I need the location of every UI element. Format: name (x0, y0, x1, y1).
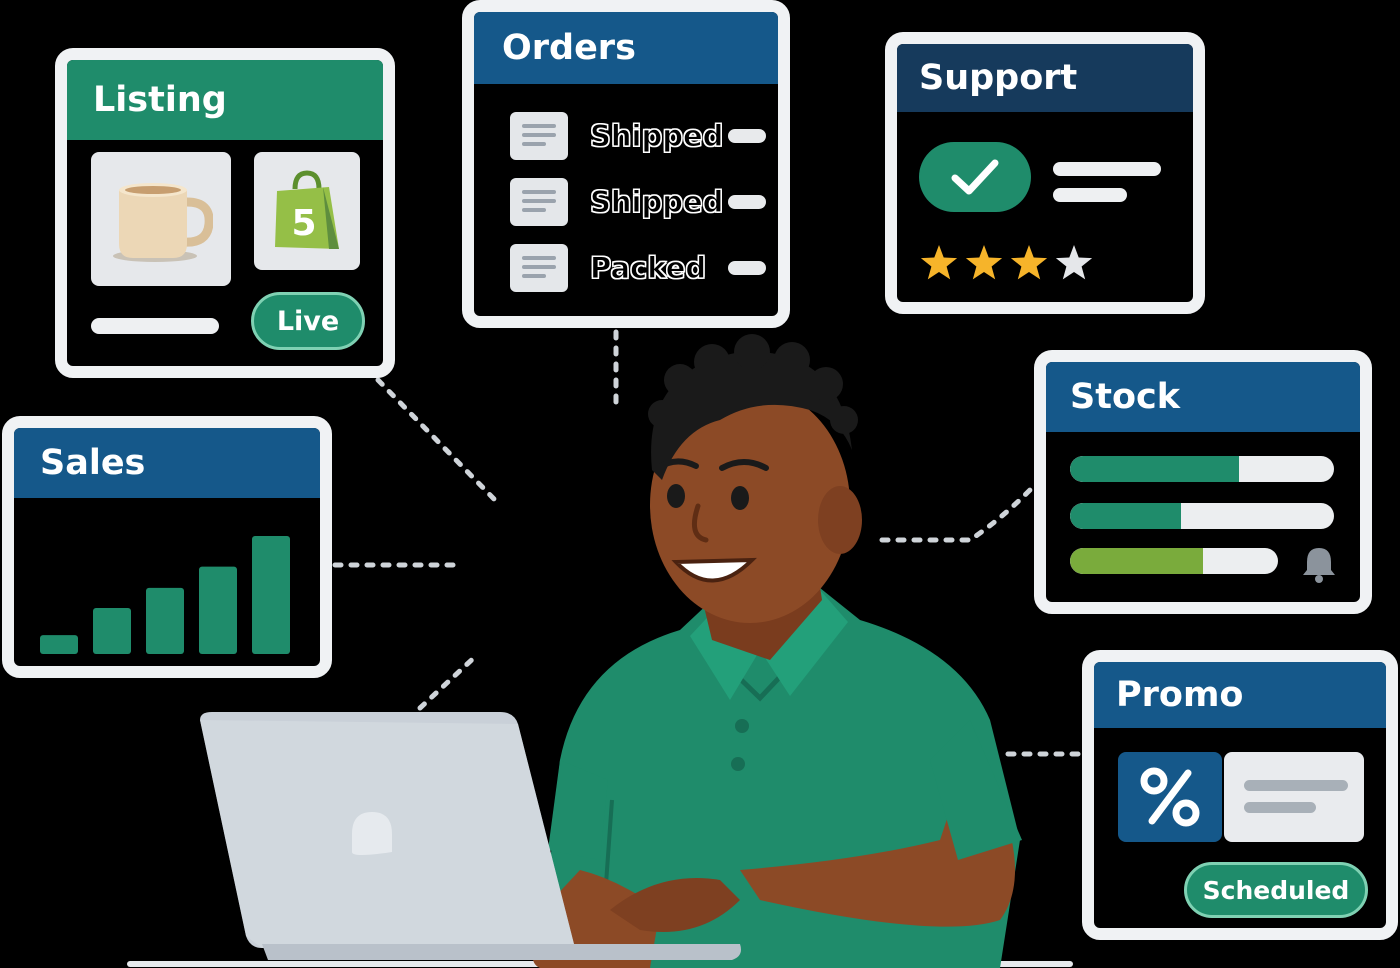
bell-icon[interactable] (1302, 544, 1336, 584)
order-row[interactable]: Shipped (510, 112, 766, 160)
product-thumbnail-mug[interactable] (91, 152, 231, 286)
document-icon (510, 244, 568, 292)
stock-card-header: Stock (1046, 362, 1360, 432)
order-meta-placeholder (728, 129, 766, 143)
orders-card: Orders Shipped Shipped Packed (462, 0, 790, 328)
coffee-mug-icon (113, 183, 213, 262)
percent-icon (1140, 767, 1200, 827)
document-icon (510, 178, 568, 226)
stock-level-fill (1070, 456, 1239, 482)
support-title: Support (919, 58, 1078, 98)
star-icon (1010, 245, 1048, 280)
support-message-placeholder (1053, 188, 1127, 202)
promo-card-header: Promo (1094, 662, 1386, 728)
discount-tile[interactable] (1118, 752, 1222, 842)
order-status: Shipped (589, 185, 724, 220)
document-icon (510, 112, 568, 160)
listing-card: Listing 5 Live (55, 48, 395, 378)
order-row[interactable]: Shipped (510, 178, 766, 226)
listing-title-placeholder (91, 318, 219, 334)
sales-bar-chart (40, 536, 290, 654)
sales-card-header: Sales (14, 428, 320, 498)
star-icon (920, 245, 958, 280)
sales-title: Sales (40, 443, 146, 483)
promo-card: Promo Scheduled (1082, 650, 1398, 940)
listing-status-label: Live (276, 305, 340, 337)
sales-bar (252, 536, 290, 654)
svg-text:5: 5 (291, 203, 316, 244)
order-row[interactable]: Packed (510, 244, 766, 292)
promo-title: Promo (1116, 675, 1244, 715)
orders-title: Orders (502, 28, 636, 68)
resolved-check-badge[interactable] (919, 142, 1031, 212)
stock-level-bar (1070, 548, 1278, 574)
stock-level-bar (1070, 503, 1334, 529)
checkmark-icon (951, 159, 999, 195)
promo-details-tile (1224, 752, 1364, 842)
support-message-placeholder (1053, 162, 1161, 176)
stock-level-fill (1070, 548, 1204, 574)
sales-bar (146, 587, 184, 654)
promo-status-badge[interactable]: Scheduled (1184, 862, 1368, 918)
order-meta-placeholder (728, 261, 766, 275)
sales-bar (93, 607, 131, 654)
shopify-bag-icon: 5 (275, 170, 339, 249)
support-card-header: Support (897, 44, 1193, 112)
rating-stars (920, 245, 1093, 280)
listing-title: Listing (93, 80, 227, 120)
sales-bar (40, 635, 78, 654)
order-status: Shipped (589, 119, 724, 154)
order-meta-placeholder (728, 195, 766, 209)
listing-status-badge[interactable]: Live (251, 292, 365, 350)
support-card: Support (885, 32, 1205, 314)
stock-level-bar (1070, 456, 1334, 482)
stock-title: Stock (1070, 377, 1181, 417)
sales-bar (199, 566, 237, 654)
listing-card-header: Listing (67, 60, 383, 140)
orders-card-header: Orders (474, 12, 778, 84)
order-status: Packed (589, 251, 707, 286)
star-icon (965, 245, 1003, 280)
stock-level-fill (1070, 503, 1181, 529)
star-icon (1055, 245, 1093, 280)
promo-status-label: Scheduled (1202, 875, 1350, 905)
product-thumbnail-shopify[interactable]: 5 (254, 152, 360, 270)
sales-card: Sales (2, 416, 332, 678)
stock-card: Stock (1034, 350, 1372, 614)
